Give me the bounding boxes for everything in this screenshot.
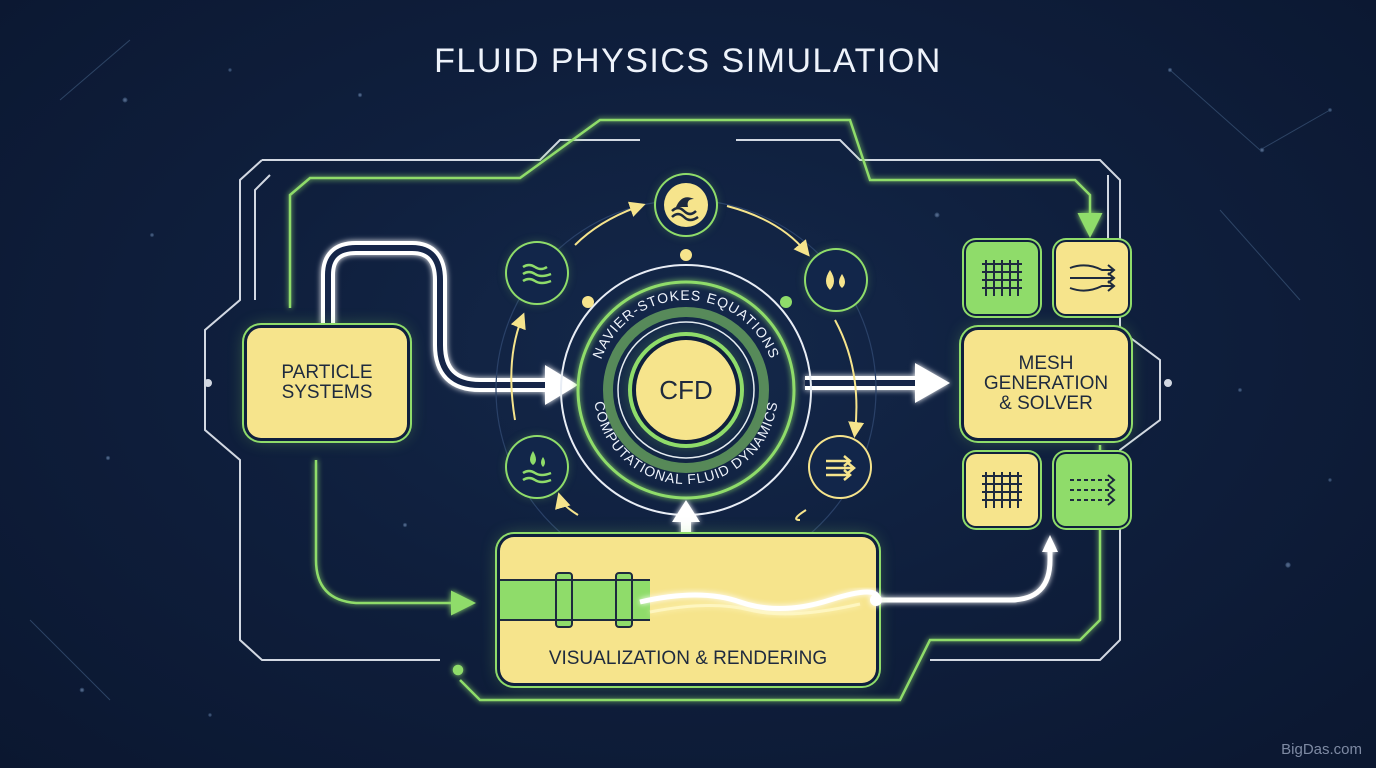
particle-systems-line2: SYSTEMS (281, 382, 373, 403)
flow-stream (639, 589, 882, 616)
droplet-wave-icon (507, 437, 567, 497)
water-droplets-icon (806, 250, 866, 310)
wave-icon (656, 175, 716, 235)
particle-systems-node: PARTICLE SYSTEMS (247, 328, 407, 438)
ripples-icon (507, 243, 567, 303)
dashed-flow-icon (1056, 454, 1128, 526)
circuit-frame (204, 139, 1172, 661)
background-stars (29, 39, 1332, 717)
orbit-arrows (510, 201, 865, 521)
mesh-grid-icon (966, 454, 1038, 526)
particle-systems-line1: PARTICLE (281, 362, 373, 384)
watermark: BigDas.com (1281, 741, 1362, 758)
mesh-grid-icon (966, 242, 1038, 314)
green-circuit (288, 118, 1103, 702)
mesh-generation-node: MESH GENERATION & SOLVER (964, 330, 1128, 438)
arrow-vis-to-mesh (876, 535, 1058, 603)
mesh-line3: & SOLVER (999, 392, 1093, 414)
page-title: FLUID PHYSICS SIMULATION (434, 42, 942, 80)
visualization-label: VISUALIZATION & RENDERING (548, 648, 828, 670)
flow-arrows-icon (810, 437, 870, 497)
pipe-icon (500, 572, 650, 628)
arrow-cfd-to-mesh (805, 363, 950, 403)
cfd-core: CFD (636, 340, 736, 440)
mesh-line1: MESH (1018, 353, 1074, 375)
mesh-line2: GENERATION (983, 373, 1109, 395)
streamline-icon (1056, 242, 1128, 314)
